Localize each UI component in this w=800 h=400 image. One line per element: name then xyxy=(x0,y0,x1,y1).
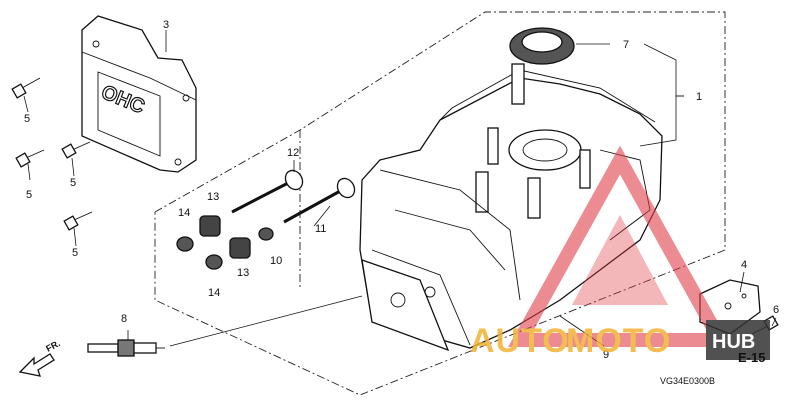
callout-4: 4 xyxy=(741,259,747,271)
head-cover: OHC xyxy=(81,15,197,173)
callout-9: 9 xyxy=(603,349,609,361)
front-direction-label: FR. xyxy=(44,338,61,354)
callout-3: 3 xyxy=(163,19,169,31)
callout-14-b: 14 xyxy=(208,287,220,299)
watermark-triangle-inner-icon xyxy=(572,215,668,305)
watermark-logo: AUTO MOTO HUB xyxy=(470,145,770,360)
watermark-text-part1: AUTO xyxy=(470,322,570,360)
callout-1: 1 xyxy=(696,91,702,103)
spark-plug xyxy=(87,339,165,357)
valve-spring-lower xyxy=(229,237,251,259)
callout-14-a: 14 xyxy=(178,207,190,219)
watermark-hub-box xyxy=(706,320,770,360)
callout-5-b: 5 xyxy=(26,189,32,201)
bolt-5a xyxy=(11,77,41,99)
oil-seal xyxy=(509,27,575,65)
front-direction-arrow: FR. xyxy=(18,338,62,377)
cylinder-block xyxy=(359,63,663,352)
watermark-triangle-icon xyxy=(508,145,732,347)
callout-7: 7 xyxy=(623,39,629,51)
valve-11 xyxy=(283,177,356,224)
callout-13-b: 13 xyxy=(237,267,249,279)
bolt-5c xyxy=(61,141,91,159)
assembly-boundary xyxy=(154,11,726,396)
bolt-5d xyxy=(63,211,93,231)
watermark-text-part2: MOTO xyxy=(566,322,671,360)
callout-12: 12 xyxy=(287,147,299,159)
bolt-5b xyxy=(15,149,45,168)
callout-6: 6 xyxy=(773,304,779,316)
drawing-code: VG34E0300B xyxy=(660,376,715,386)
valve-spring-upper xyxy=(199,215,221,237)
watermark-text-part3: HUB xyxy=(712,331,755,353)
callout-5-d: 5 xyxy=(72,247,78,259)
callout-11: 11 xyxy=(315,223,326,235)
callout-5-a: 5 xyxy=(24,113,30,125)
retainer-lower xyxy=(205,254,223,270)
callout-13-a: 13 xyxy=(207,191,219,203)
callout-10: 10 xyxy=(270,255,282,267)
stem-seal xyxy=(258,227,274,241)
retainer-upper xyxy=(176,236,194,252)
sheet-code: E-15 xyxy=(738,350,765,365)
valve-12 xyxy=(231,169,304,214)
callout-5-c: 5 xyxy=(70,177,76,189)
callout-8: 8 xyxy=(121,313,127,325)
